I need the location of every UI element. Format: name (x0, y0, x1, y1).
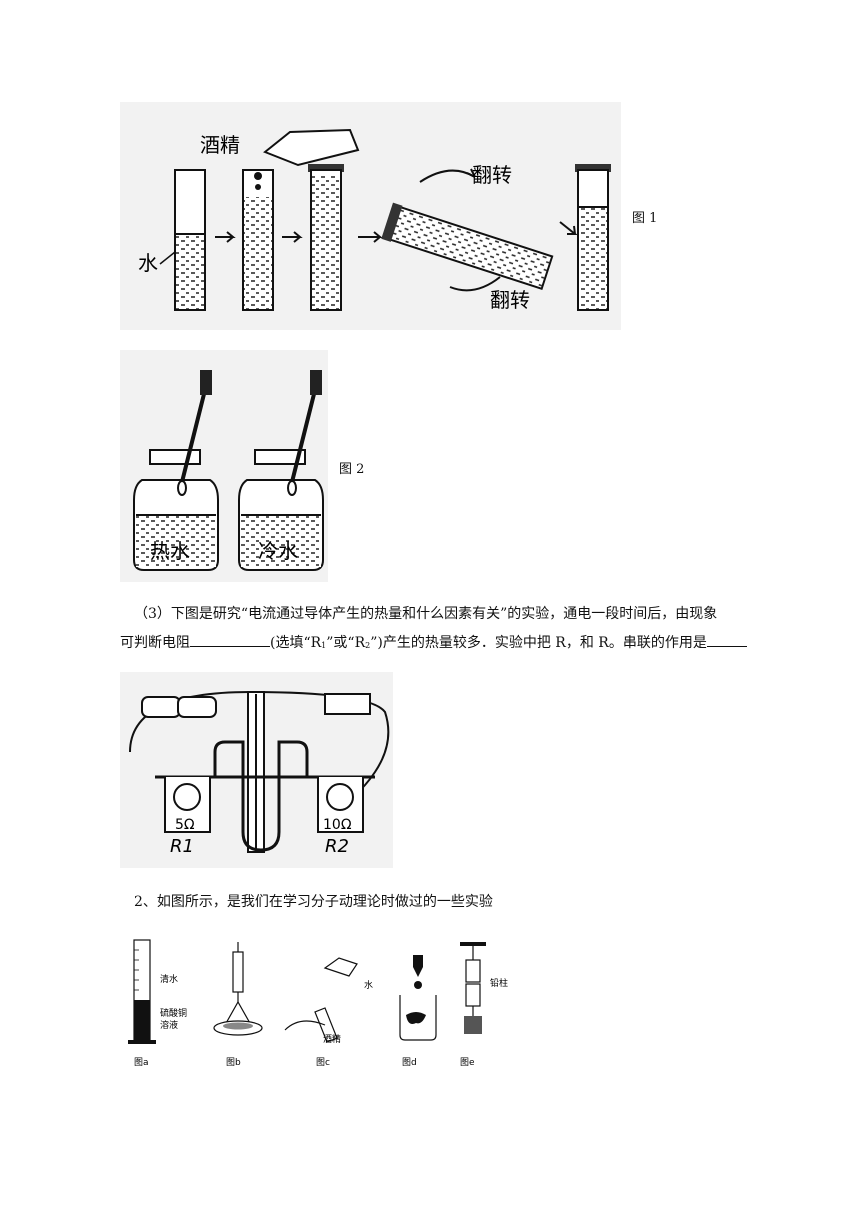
figure-4-image: 清水 硫酸铜 溶液 水 酒精 铅柱 图a 图b 图c 图d (120, 930, 520, 1070)
fig4-alcohol-c: 酒精 (323, 1033, 341, 1045)
fig2-hot-label: 热水 (150, 539, 190, 563)
q3-text-a: 可判断电阻 (120, 635, 190, 651)
fig4-caption-a: 图a (134, 1057, 149, 1068)
fig4-caption-c: 图c (316, 1057, 330, 1068)
fig4-caption-e: 图e (460, 1057, 475, 1068)
fig2-cold-label: 冷水 (258, 539, 298, 563)
question-3-line-2: 可判断电阻 (选填“R1”或“R2”)产生的热量较多．实验中把 R，和 R。串联的… (120, 632, 747, 656)
fig1-flip-bottom: 翻转 (490, 288, 530, 312)
q3-sub-1: 1 (321, 641, 327, 650)
figure-2-drawing: 热水 冷水 (133, 370, 324, 571)
fig3-r1-label: R1 (170, 836, 194, 857)
fig1-flip-top: 翻转 (472, 163, 512, 187)
q3-text-d: ”)产生的热量较多．实验中把 R，和 R。串联的作用是 (370, 635, 707, 651)
figure-2-image: 热水 冷水 (120, 350, 328, 582)
answer-blank-2[interactable] (706, 632, 747, 647)
figure-1-caption: 图 1 (632, 211, 658, 226)
q3-sub-2: 2 (365, 641, 371, 650)
fig3-r1-value: 5Ω (175, 817, 195, 833)
fig4-lead: 铅柱 (490, 977, 508, 989)
figure-2-caption: 图 2 (339, 462, 365, 477)
q3-text-c: ”或“R (326, 635, 366, 651)
fig4-caption-d: 图d (402, 1057, 417, 1068)
figure-3-image: 5Ω R1 10Ω R2 (120, 672, 393, 868)
fig4-water-a: 清水 (160, 973, 178, 985)
fig3-r2-label: R2 (325, 836, 349, 857)
fig4-caption-b: 图b (226, 1057, 241, 1068)
fig4-cuso4-2: 溶液 (160, 1019, 178, 1031)
q3-text-b: (选填“R (270, 635, 322, 651)
figure-3-drawing: 5Ω R1 10Ω R2 (129, 690, 390, 857)
figure-4-drawing: 清水 硫酸铜 溶液 水 酒精 铅柱 图a 图b 图c 图d (128, 939, 508, 1068)
figure-1-drawing: 水 酒精 翻转 翻转 (138, 128, 611, 312)
question-2-text: 2、如图所示，是我们在学习分子动理论时做过的一些实验 (134, 894, 493, 910)
question-3-line-1: （3）下图是研究“电流通过导体产生的热量和什么因素有关”的实验，通电一段时间后，… (134, 606, 718, 622)
fig4-cuso4-1: 硫酸铜 (160, 1007, 187, 1019)
fig3-r2-value: 10Ω (323, 817, 352, 833)
fig4-water-c: 水 (364, 979, 373, 991)
figure-1-image: 水 酒精 翻转 翻转 (120, 102, 621, 330)
fig1-alcohol-label: 酒精 (200, 133, 240, 157)
fig1-water-label: 水 (138, 251, 158, 275)
answer-blank-1[interactable] (190, 632, 270, 647)
